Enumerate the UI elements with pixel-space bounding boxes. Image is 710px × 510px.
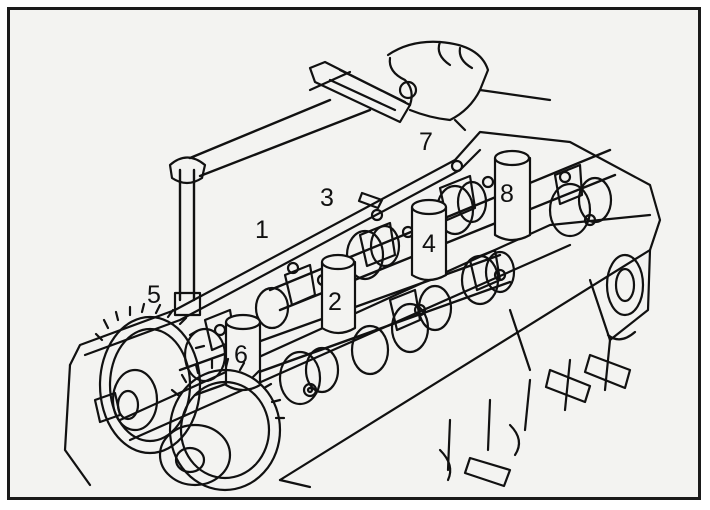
callout-3: 3 (320, 184, 334, 212)
engine-illustration (63, 40, 662, 492)
callout-4: 4 (422, 230, 436, 258)
callout-6: 6 (234, 341, 248, 369)
callout-1: 1 (255, 216, 269, 244)
cylinder-head (63, 130, 662, 489)
callout-5: 5 (147, 281, 161, 309)
cam-gears (93, 302, 286, 492)
bearing-cap-pins (224, 149, 532, 392)
callout-7: 7 (419, 128, 433, 156)
torque-wrench (168, 40, 552, 317)
diagram-frame: 1 2 3 4 5 6 7 8 (7, 7, 701, 500)
callout-2: 2 (328, 288, 342, 316)
callout-8: 8 (500, 180, 514, 208)
